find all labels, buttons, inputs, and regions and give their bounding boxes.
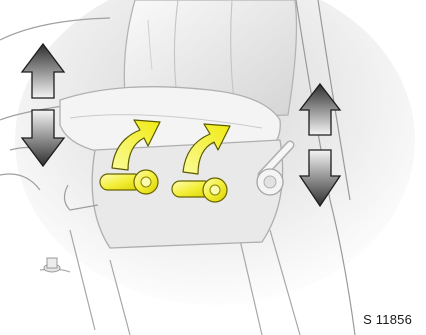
seat-cushion <box>59 86 281 156</box>
seat-lever-icon <box>171 177 228 203</box>
seat-lever-icon <box>99 169 159 195</box>
up-down-arrow-icon <box>298 82 342 208</box>
down-arrow-icon <box>298 149 342 208</box>
up-arrow-icon <box>298 82 342 136</box>
down-arrow-icon <box>20 109 66 168</box>
curved-arrow-icon <box>111 119 161 171</box>
floor-bolt <box>43 257 61 273</box>
up-down-arrow-icon <box>20 42 66 168</box>
figure-reference-code: S 11856 <box>363 312 412 327</box>
recline-knob <box>256 140 295 196</box>
seat-rails <box>39 229 301 335</box>
curved-arrow-icon <box>182 123 231 175</box>
up-arrow-icon <box>20 42 66 99</box>
